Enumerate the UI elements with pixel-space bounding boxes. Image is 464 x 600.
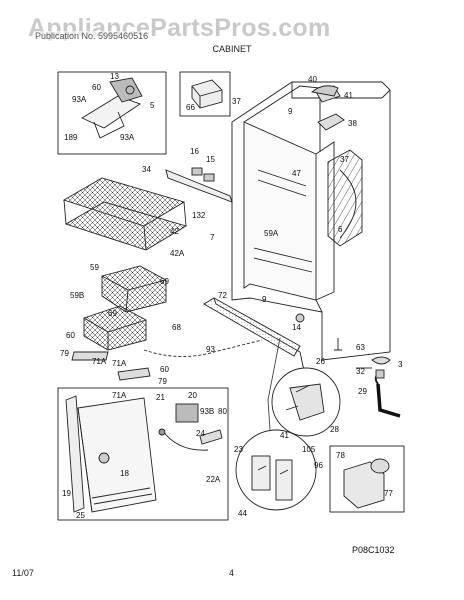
leveler-63 (334, 338, 342, 351)
callout-label: 60 (66, 331, 75, 340)
callout-label: 68 (172, 323, 181, 332)
callout-label: 28 (330, 425, 339, 434)
callout-label: 40 (308, 75, 317, 84)
lower-left-inset-box (57, 387, 229, 521)
callout-label: 105 (302, 445, 316, 454)
part-71a-lower (117, 367, 151, 381)
callout-label: 7 (210, 233, 215, 242)
callout-label: 9 (288, 107, 293, 116)
callout-label: 19 (62, 489, 71, 498)
callout-label: 69 (160, 277, 169, 286)
evaporator (327, 149, 363, 247)
wrench-29 (376, 383, 401, 418)
clip-16 (191, 167, 203, 176)
callout-label: 38 (348, 119, 357, 128)
callout-label: 189 (64, 133, 78, 142)
basket-lower (83, 305, 147, 351)
callout-label: 37 (340, 155, 349, 164)
callout-label: 69 (108, 309, 117, 318)
callout-label: 71A (92, 357, 107, 366)
callout-label: 63 (356, 343, 365, 352)
figure-code: P08C1032 (352, 545, 395, 555)
callout-label: 79 (60, 349, 69, 358)
part-71a-upper (71, 351, 109, 361)
callout-label: 77 (384, 489, 393, 498)
callout-label: 80 (218, 407, 227, 416)
callout-label: 25 (76, 511, 85, 520)
callout-label: 26 (316, 357, 325, 366)
callout-label: 9 (262, 295, 267, 304)
callout-label: 29 (358, 387, 367, 396)
drain-tube-93 (143, 339, 263, 357)
shelf-rail-34 (165, 169, 233, 203)
callout-label: 23 (234, 445, 243, 454)
callout-label: 93A (72, 95, 87, 104)
callout-label: 42A (170, 249, 185, 258)
callout-label: 44 (238, 509, 247, 518)
callout-label: 21 (156, 393, 165, 402)
callout-label: 132 (192, 211, 206, 220)
basket-upper (101, 265, 167, 313)
footer-page-number: 4 (229, 568, 235, 578)
callout-label: 66 (186, 103, 195, 112)
switch-inset-box (329, 445, 405, 513)
callout-label: 60 (92, 83, 101, 92)
callout-label: 34 (142, 165, 151, 174)
callout-label: 6 (338, 225, 343, 234)
callout-label: 3 (398, 360, 403, 369)
hinge-38 (317, 113, 345, 131)
callout-label: 72 (218, 291, 227, 300)
callout-label: 79 (158, 377, 167, 386)
side-rail-19 (65, 395, 85, 513)
callout-label: 60 (160, 365, 169, 374)
callout-label: 41 (344, 91, 353, 100)
callout-label: 59 (90, 263, 99, 272)
callout-label: 42 (170, 227, 179, 236)
callout-label: 5 (150, 101, 155, 110)
kick-plate (203, 297, 301, 357)
bracket-inset-box (179, 71, 231, 117)
callout-label: 13 (110, 72, 119, 81)
box-20 (175, 403, 199, 423)
callout-labels: 13 60 93A 5 189 93A 66 40 41 37 9 38 37 … (60, 72, 403, 520)
callout-label: 16 (190, 147, 199, 156)
callout-label: 47 (292, 169, 301, 178)
callout-label: 93B (200, 407, 214, 416)
publication-header: Publication No. 5995460516 (35, 31, 149, 41)
callout-label: 78 (336, 451, 345, 460)
callout-label: 93A (120, 133, 135, 142)
hinge-bracket (81, 95, 141, 129)
section-title: CABINET (212, 44, 252, 54)
cabinet-opening (243, 121, 317, 301)
callout-label: 14 (292, 323, 301, 332)
callout-label: 93 (206, 345, 215, 354)
callout-label: 37 (232, 97, 241, 106)
footer-date: 11/07 (12, 568, 34, 578)
callout-label: 18 (120, 469, 129, 478)
clip-15 (203, 173, 215, 182)
callout-label: 20 (188, 391, 197, 400)
callout-label: 24 (196, 429, 205, 438)
callout-label: 32 (356, 367, 365, 376)
callout-label: 59B (70, 291, 84, 300)
callout-label: 96 (314, 461, 323, 470)
callout-label: 59A (264, 229, 279, 238)
screw-14 (295, 313, 305, 323)
callout-label: 15 (206, 155, 215, 164)
callout-label: 22A (206, 475, 221, 484)
callout-label: 41 (280, 431, 289, 440)
hinge-inset-box (57, 71, 167, 155)
callout-label: 71A (112, 391, 127, 400)
callout-label: 71A (112, 359, 127, 368)
hinge-cover-40 (310, 85, 339, 97)
